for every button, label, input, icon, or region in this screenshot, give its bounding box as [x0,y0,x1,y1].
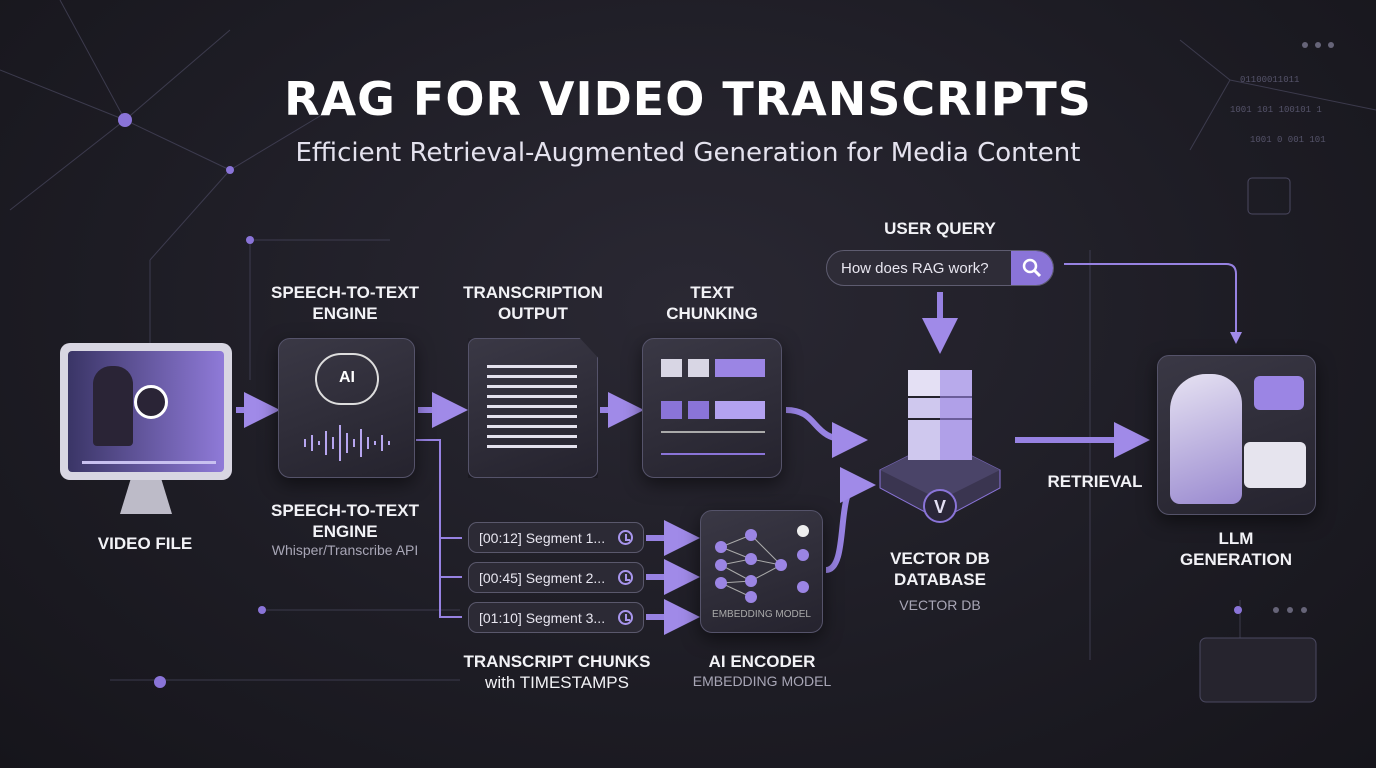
chunking-label-1: TEXT [690,283,734,302]
transcription-label-2: OUTPUT [498,304,568,323]
page-title: RAG FOR VIDEO TRANSCRIPTS [284,72,1092,126]
stt-label-1: SPEECH-TO-TEXT [271,283,419,302]
transcription-document [468,338,598,478]
video-screen [68,351,224,472]
text-chunking-node [642,338,782,478]
vector-db-icon: V [879,370,1001,523]
retrieval-label: RETRIEVAL [1047,472,1143,491]
segment-chip-2: [00:45] Segment 2... [468,562,644,593]
vector-db-logo: V [934,497,946,517]
query-search-bar[interactable]: How does RAG work? [826,250,1054,286]
monitor-stand [120,480,172,514]
brain-icon: AI [315,353,379,405]
svg-text:1001 101 100101 1: 1001 101 100101 1 [1230,105,1322,115]
ai-encoder-node: EMBEDDING MODEL [700,510,823,633]
stt-detail-label-1: SPEECH-TO-TEXT [271,501,419,520]
encoder-sub: EMBEDDING MODEL [692,673,832,689]
clock-icon [618,530,633,545]
query-input[interactable]: How does RAG work? [841,260,989,277]
slider-lines-icon [661,431,765,455]
clock-icon [618,570,633,585]
response-bubble-icon [1244,442,1306,488]
page-subtitle: Efficient Retrieval-Augmented Generation… [295,138,1081,168]
chunking-label-2: CHUNKING [666,304,758,323]
vectordb-label-1: VECTOR DB [890,549,990,568]
ai-text: AI [339,369,355,386]
search-icon [1022,258,1042,278]
text-lines-icon [487,365,577,455]
video-file-label: VIDEO FILE [97,534,193,553]
arrow-chunking-db [785,407,868,458]
neural-network-icon [715,525,809,603]
segment-text: [01:10] Segment 3... [479,609,606,626]
segment-chip-1: [00:12] Segment 1... [468,522,644,553]
clock-icon [618,610,633,625]
llm-generation-node [1157,355,1316,515]
llm-label-1: LLM [1218,529,1254,548]
vectordb-sub: VECTOR DB [899,597,981,613]
encoder-box-text: EMBEDDING MODEL [712,609,811,620]
transcription-label-1: TRANSCRIPTION [463,283,603,302]
user-query-label: USER QUERY [884,219,996,238]
arrow-encoder-db [825,467,876,573]
encoder-label: AI ENCODER [708,652,816,671]
stt-detail-label-2: ENGINE [312,522,378,541]
llm-label-2: GENERATION [1179,550,1293,569]
video-file-node [60,343,232,480]
progress-bar [82,461,216,464]
chat-bubble-icon [1254,376,1304,410]
chunks-label-2: with TIMESTAMPS [485,673,629,692]
stt-detail-sub: Whisper/Transcribe API [271,542,419,558]
vectordb-label-2: DATABASE [894,570,986,589]
svg-text:01100011011: 01100011011 [1240,75,1299,85]
stt-label-2: ENGINE [312,304,378,323]
search-button[interactable] [1011,251,1053,285]
chunks-label-1: TRANSCRIPT CHUNKS [463,652,651,671]
chunk-blocks-icon [661,359,765,419]
svg-text:1001 0 001 101: 1001 0 001 101 [1250,135,1326,145]
segment-text: [00:12] Segment 1... [479,529,606,546]
presenter-icon [93,366,133,446]
stt-engine-node: AI [278,338,415,478]
waveform-icon [304,425,390,461]
play-icon [134,385,168,419]
segment-chip-3: [01:10] Segment 3... [468,602,644,633]
robot-head-icon [1170,374,1242,504]
segment-text: [00:45] Segment 2... [479,569,606,586]
